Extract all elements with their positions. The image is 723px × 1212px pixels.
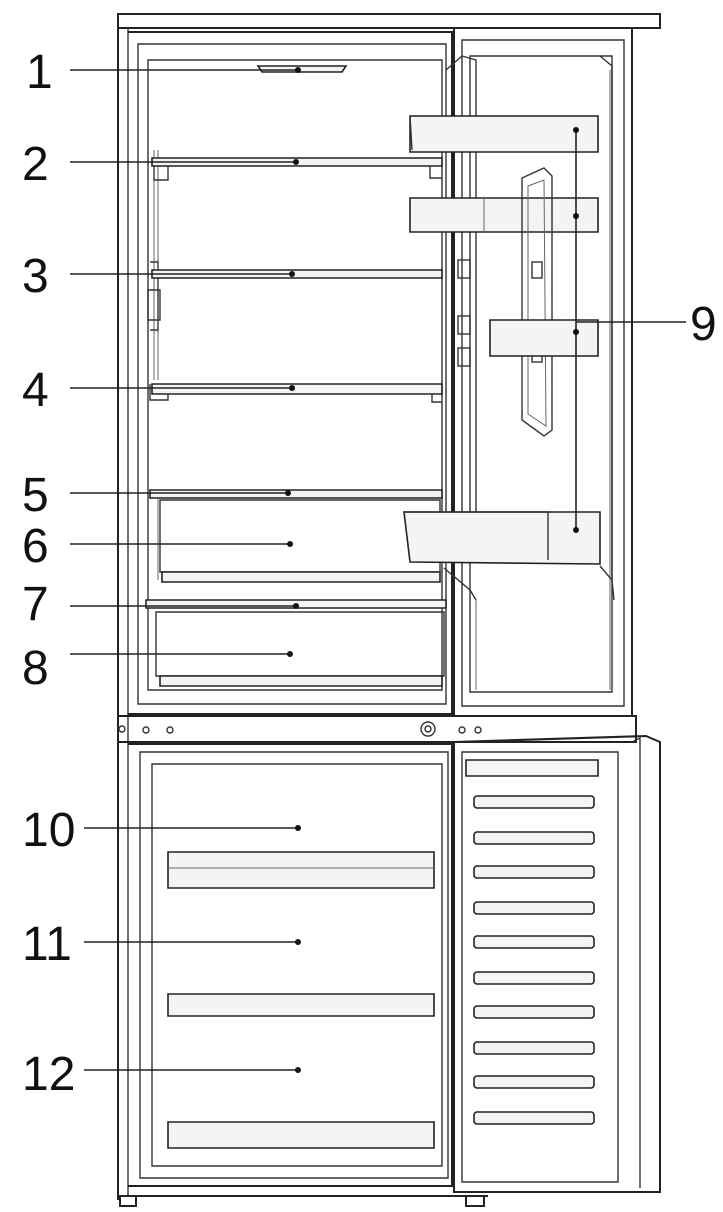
- callout-2: 2: [22, 138, 299, 191]
- freezer-interior: [167, 851, 435, 1149]
- callout-6: 6: [22, 520, 293, 573]
- callout-label-12: 12: [22, 1048, 75, 1101]
- callout-label-7: 7: [22, 578, 49, 631]
- callout-label-5: 5: [22, 469, 49, 522]
- callout-label-4: 4: [22, 364, 49, 417]
- fridge-door: [403, 27, 633, 717]
- freezer-door-vents: [473, 795, 595, 1125]
- callout-label-6: 6: [22, 520, 49, 573]
- cabinet-outline: [117, 13, 661, 1207]
- callout-label-9: 9: [690, 298, 717, 351]
- callout-label-10: 10: [22, 804, 75, 857]
- callout-9: 9: [573, 127, 717, 533]
- callout-10: 10: [22, 804, 301, 857]
- freezer-door: [453, 734, 661, 1193]
- callouts: 1 2 3 4 5 6: [22, 46, 717, 1101]
- callout-3: 3: [22, 250, 295, 303]
- callout-label-3: 3: [22, 250, 49, 303]
- callout-7: 7: [22, 578, 299, 631]
- callout-1: 1: [26, 46, 301, 99]
- callout-8: 8: [22, 642, 293, 695]
- callout-4: 4: [22, 364, 295, 417]
- callout-label-8: 8: [22, 642, 49, 695]
- callout-label-1: 1: [26, 46, 53, 99]
- callout-11: 11: [22, 918, 301, 971]
- callout-label-2: 2: [22, 138, 49, 191]
- callout-5: 5: [22, 469, 291, 522]
- callout-12: 12: [22, 1048, 301, 1101]
- callout-label-11: 11: [22, 918, 72, 971]
